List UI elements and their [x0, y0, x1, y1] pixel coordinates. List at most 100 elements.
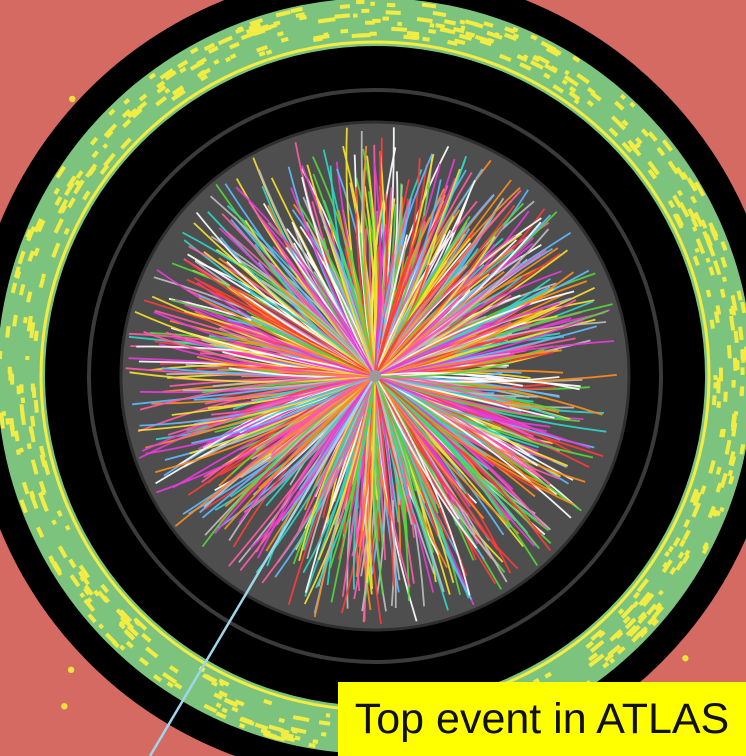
- calorimeter-hit: [164, 70, 177, 81]
- calorimeter-hit: [563, 74, 579, 87]
- calorimeter-hit: [503, 32, 518, 42]
- calorimeter-hit: [370, 1, 375, 6]
- particle-track: [374, 375, 471, 596]
- calorimeter-hit: [99, 164, 110, 175]
- calorimeter-hit: [391, 26, 408, 32]
- calorimeter-hit: [217, 35, 233, 46]
- calorimeter-hit: [708, 266, 715, 276]
- calorimeter-hit: [589, 639, 605, 653]
- calorimeter-hit: [100, 583, 110, 594]
- calorimeter-hit: [672, 536, 681, 547]
- calorimeter-hit: [667, 160, 680, 175]
- calorimeter-hit: [64, 181, 75, 197]
- particle-track: [368, 375, 382, 625]
- calorimeter-hit: [609, 628, 623, 642]
- calorimeter-hit: [516, 54, 528, 63]
- calorimeter-hit: [728, 308, 734, 315]
- particle-track: [374, 375, 542, 536]
- calorimeter-hit: [0, 350, 3, 360]
- particle-track: [261, 375, 376, 584]
- calorimeter-hit: [628, 624, 641, 638]
- particle-track: [268, 275, 376, 377]
- calorimeter-hit: [361, 8, 370, 14]
- calorimeter-hit: [219, 681, 225, 687]
- calorimeter-hit: [593, 653, 605, 664]
- calorimeter-hit: [318, 720, 331, 726]
- calorimeter-hit: [173, 89, 186, 100]
- calorimeter-hit: [168, 665, 179, 674]
- calorimeter-hit: [121, 108, 132, 119]
- calorimeter-hit: [709, 319, 715, 329]
- calorimeter-hit: [403, 34, 418, 41]
- calorimeter-hit: [536, 55, 550, 65]
- calorimeter-hit: [586, 100, 594, 107]
- calorimeter-hit: [669, 566, 677, 575]
- calorimeter-hit: [294, 735, 301, 741]
- calorimeter-hit: [689, 488, 699, 504]
- calorimeter-hit: [629, 101, 636, 108]
- calorimeter-hit: [111, 640, 120, 649]
- calorimeter-hit: [120, 137, 132, 150]
- calorimeter-hit: [256, 45, 268, 53]
- calorimeter-hit: [55, 165, 66, 179]
- calorimeter-hit: [442, 27, 450, 33]
- calorimeter-hit: [704, 234, 713, 247]
- calorimeter-hit: [452, 26, 465, 34]
- calorimeter-hit: [33, 330, 39, 342]
- calorimeter-hit: [20, 397, 26, 404]
- particle-track: [374, 234, 516, 377]
- calorimeter-hit: [369, 31, 377, 36]
- particle-track: [139, 375, 376, 411]
- calorimeter-hit: [585, 640, 594, 649]
- calorimeter-hit: [602, 661, 610, 669]
- calorimeter-hit: [298, 15, 307, 21]
- calorimeter-hit: [429, 23, 435, 28]
- calorimeter-hit: [133, 617, 148, 631]
- calorimeter-hit: [199, 74, 208, 82]
- calorimeter-hit: [79, 575, 86, 582]
- calorimeter-hit: [223, 697, 239, 707]
- calorimeter-hit: [31, 387, 37, 398]
- calorimeter-hit: [739, 386, 745, 395]
- calorimeter-hit: [713, 382, 718, 389]
- calorimeter-hit: [720, 256, 728, 268]
- calorimeter-hit: [483, 21, 494, 28]
- particle-track: [258, 375, 376, 490]
- calorimeter-hit: [290, 6, 303, 14]
- calorimeter-hit: [22, 316, 28, 324]
- calorimeter-hit: [25, 355, 30, 361]
- particle-track: [374, 362, 510, 378]
- calorimeter-hit: [257, 25, 272, 34]
- calorimeter-hit: [105, 129, 114, 139]
- particle-track: [193, 222, 376, 377]
- calorimeter-hit: [28, 426, 34, 434]
- calorimeter-hit: [54, 196, 63, 206]
- calorimeter-hit: [735, 360, 740, 370]
- calorimeter-hit: [179, 66, 187, 74]
- calorimeter-hit: [215, 711, 227, 720]
- calorimeter-hit: [203, 42, 216, 52]
- calorimeter-hit: [339, 4, 351, 9]
- particle-track: [374, 375, 520, 535]
- calorimeter-hit: [38, 277, 46, 289]
- calorimeter-hit: [715, 305, 722, 315]
- calorimeter-hit: [131, 107, 143, 119]
- particle-track: [229, 285, 376, 377]
- calorimeter-hit: [705, 289, 712, 298]
- calorimeter-hit: [325, 713, 331, 718]
- calorimeter-hit: [87, 613, 97, 624]
- calorimeter-hit: [633, 631, 642, 641]
- calorimeter-hit: [679, 539, 686, 548]
- calorimeter-hit: [52, 563, 63, 577]
- calorimeter-hit: [26, 443, 32, 450]
- calorimeter-hit: [701, 545, 710, 555]
- calorimeter-hit: [85, 163, 98, 178]
- calorimeter-hit: [422, 36, 430, 42]
- calorimeter-hit: [597, 630, 606, 639]
- calorimeter-hit: [564, 69, 570, 76]
- calorimeter-hit: [308, 742, 316, 748]
- calorimeter-hit: [98, 623, 105, 630]
- calorimeter-hit: [620, 604, 635, 619]
- calorimeter-hit: [264, 732, 279, 741]
